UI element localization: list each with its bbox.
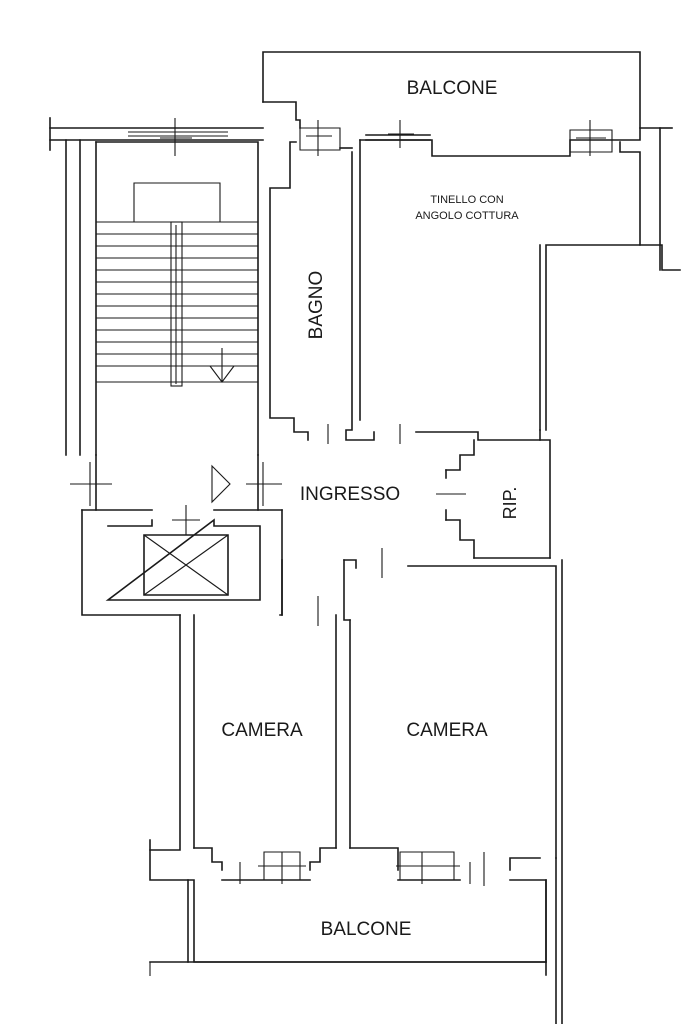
label-camera-right: CAMERA — [406, 720, 488, 741]
stairwell — [95, 118, 259, 456]
label-ingresso: INGRESSO — [300, 484, 400, 505]
label-ripostiglio: RIP. — [500, 487, 520, 520]
label-balcone-top: BALCONE — [407, 78, 498, 99]
label-balcone-bottom: BALCONE — [321, 919, 412, 940]
bagno — [262, 101, 401, 444]
outer-wall-top — [49, 117, 264, 456]
balcone-top — [262, 51, 641, 129]
tinello — [359, 120, 681, 431]
elevator — [105, 505, 261, 601]
label-tinello-line2: ANGOLO COTTURA — [415, 210, 519, 222]
camera-left — [149, 614, 351, 871]
ingresso — [281, 548, 557, 859]
camera-right — [349, 559, 563, 1024]
ripostiglio — [415, 429, 551, 559]
balcone-bottom — [149, 839, 547, 976]
label-tinello-line1: TINELLO CON — [430, 194, 503, 206]
label-bagno: BAGNO — [306, 271, 327, 340]
label-camera-left: CAMERA — [221, 720, 303, 741]
